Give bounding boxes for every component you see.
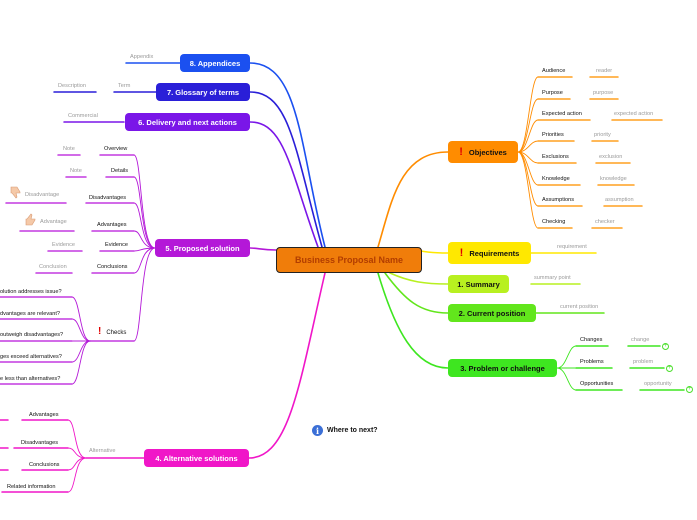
topic-glossary[interactable]: 7. Glossary of terms [156, 83, 250, 101]
proposed-item-value[interactable]: Note [63, 146, 75, 152]
topic-proposed-solution[interactable]: 5. Proposed solution [155, 239, 250, 257]
exclamation-icon: ! [459, 247, 464, 259]
topic-delivery[interactable]: 6. Delivery and next actions [125, 113, 250, 131]
topic-appendices[interactable]: 8. Appendices [180, 54, 250, 72]
proposed-item-label[interactable]: Advantages [97, 222, 127, 228]
topic-current-position[interactable]: 2. Current position [448, 304, 536, 322]
proposed-item-value[interactable]: Advantage [40, 219, 67, 225]
exclamation-icon: ! [459, 146, 463, 158]
objective-label[interactable]: Exclusions [542, 154, 569, 160]
objective-value[interactable]: knowledge [600, 176, 627, 182]
exclamation-icon: ! [98, 326, 102, 337]
proposed-item-label[interactable]: Disadvantages [89, 195, 127, 201]
expand-icon[interactable]: + [666, 365, 673, 372]
check-item[interactable]: e less than alternatives? [0, 376, 61, 382]
alternative-item[interactable]: Related information [7, 484, 56, 490]
objective-value[interactable]: priority [594, 132, 611, 138]
proposed-item-label[interactable]: Overview [104, 146, 128, 152]
objective-value[interactable]: assumption [605, 197, 634, 203]
check-item[interactable]: dvantages are relevant? [0, 311, 61, 317]
alternative-item[interactable]: Conclusions [29, 462, 60, 468]
checks-text: Checks [106, 330, 127, 336]
proposed-item-value[interactable]: Evidence [52, 242, 76, 248]
proposed-item-label[interactable]: Evidence [105, 242, 129, 248]
expand-icon[interactable]: + [686, 386, 693, 393]
objective-value[interactable]: checker [595, 219, 615, 225]
objective-value[interactable]: expected action [614, 111, 654, 117]
check-item[interactable]: olution addresses issue? [0, 289, 62, 295]
appendix-value[interactable]: Appendix [130, 54, 154, 60]
expand-icon[interactable]: + [662, 343, 669, 350]
current-position-value[interactable]: current position [560, 304, 599, 310]
topic-requirements[interactable]: ! Requirements [448, 242, 531, 264]
check-item[interactable]: ges exceed alternatives? [0, 354, 62, 360]
summary-value[interactable]: summary point [534, 275, 571, 281]
problem-item-label[interactable]: Problems [580, 359, 604, 365]
requirement-value[interactable]: requirement [557, 244, 587, 250]
topic-requirements-label: Requirements [469, 248, 520, 258]
problem-item-value[interactable]: change [631, 337, 650, 343]
alternative-sub[interactable]: Alternative [89, 448, 116, 454]
proposed-item-value[interactable]: Note [70, 168, 82, 174]
objective-label[interactable]: Purpose [542, 90, 563, 96]
topic-summary[interactable]: 1. Summary [448, 275, 509, 293]
alternative-item[interactable]: Disadvantages [21, 440, 59, 446]
topic-alternative-solutions[interactable]: 4. Alternative solutions [144, 449, 249, 467]
objective-label[interactable]: Checking [542, 219, 566, 225]
objective-label[interactable]: Priorities [542, 132, 564, 138]
objective-label[interactable]: Knowledge [542, 176, 570, 182]
glossary-description[interactable]: Description [58, 83, 86, 89]
alternative-item[interactable]: Advantages [29, 412, 59, 418]
objective-value[interactable]: reader [596, 68, 613, 74]
thumbs-down-icon [10, 186, 21, 199]
objective-label[interactable]: Audience [542, 68, 566, 74]
problem-item-label[interactable]: Changes [580, 337, 603, 343]
problem-item-value[interactable]: problem [633, 359, 654, 365]
checks-label[interactable]: ! Checks [98, 326, 127, 337]
topic-objectives-label: Objectives [468, 147, 507, 157]
objective-value[interactable]: purpose [593, 90, 614, 96]
info-icon[interactable]: i [312, 425, 323, 436]
problem-item-value[interactable]: opportunity [644, 381, 672, 387]
topic-problem[interactable]: 3. Problem or challenge [448, 359, 557, 377]
objective-label[interactable]: Assumptions [542, 197, 575, 203]
proposed-item-label[interactable]: Details [111, 168, 129, 174]
proposed-item-value[interactable]: Disadvantage [25, 192, 60, 198]
objective-value[interactable]: exclusion [599, 154, 623, 160]
central-topic[interactable]: Business Proposal Name [276, 247, 422, 273]
objective-label[interactable]: Expected action [542, 111, 582, 117]
check-item[interactable]: outweigh disadvantages? [0, 332, 64, 338]
glossary-term[interactable]: Term [118, 83, 131, 89]
proposed-item-value[interactable]: Conclusion [39, 264, 67, 270]
proposed-item-label[interactable]: Conclusions [97, 264, 128, 270]
problem-item-label[interactable]: Opportunities [580, 381, 614, 387]
where-to-next[interactable]: Where to next? [327, 427, 378, 434]
topic-objectives[interactable]: ! Objectives [448, 141, 518, 163]
delivery-value[interactable]: Commercial [68, 113, 98, 119]
thumbs-up-icon [25, 213, 36, 226]
